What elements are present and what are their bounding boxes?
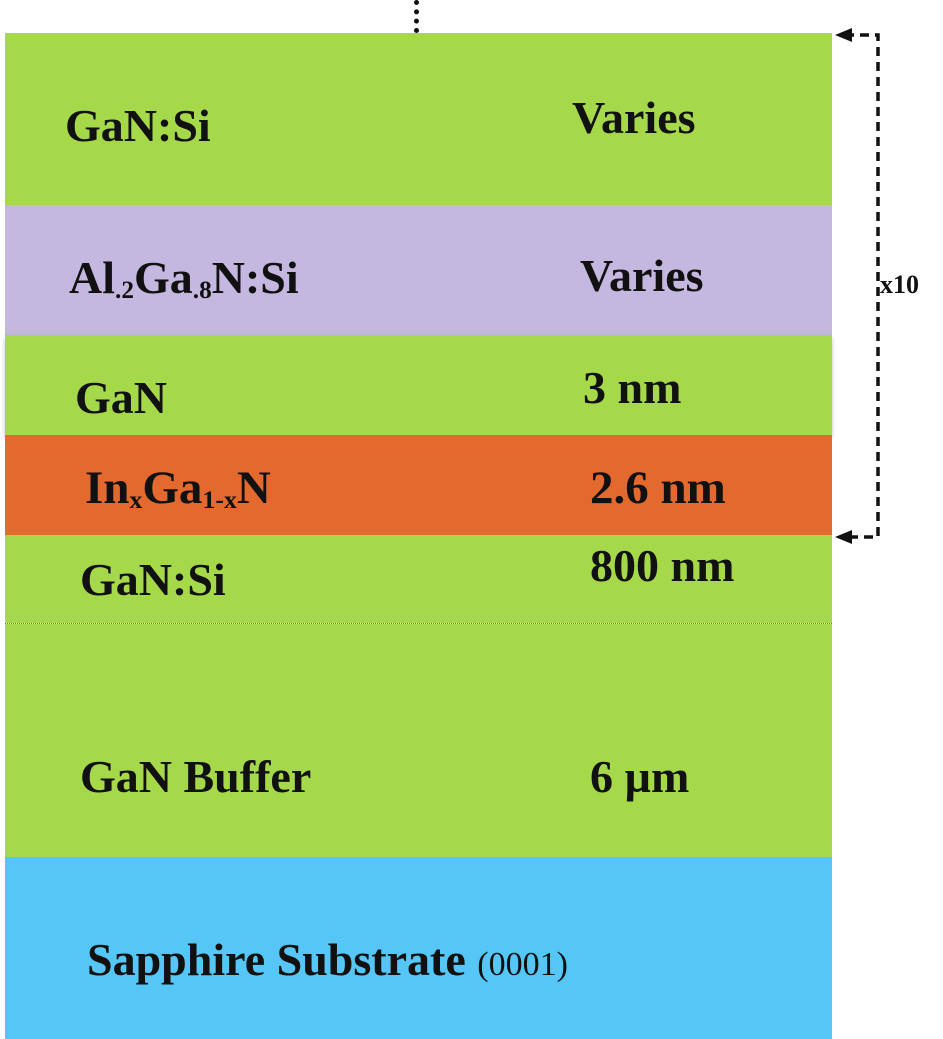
- layer-algan-si-thickness: Varies: [580, 250, 704, 301]
- repeat-arrow-bottom-icon: [835, 530, 852, 544]
- layer-gan-spacer: GaN 3 nm: [5, 335, 832, 435]
- layer-gan-si-top: GaN:Si Varies: [5, 33, 832, 205]
- layer-ingan-well-material: InxGa1-xN: [85, 462, 271, 515]
- layer-sapphire-substrate: Sapphire Substrate (0001): [5, 857, 832, 1039]
- top-continuation-dots: [414, 0, 419, 33]
- repeat-count-label: x10: [880, 270, 919, 299]
- layer-gan-si-lower-material: GaN:Si: [80, 554, 226, 605]
- layer-gan-si-top-thickness: Varies: [572, 92, 696, 143]
- layer-sapphire-substrate-material: Sapphire Substrate (0001): [87, 934, 568, 985]
- repeat-bracket-line: [845, 33, 880, 539]
- layer-gan-si-lower-thickness: 800 nm: [590, 540, 735, 591]
- layer-gan-si-top-material: GaN:Si: [65, 100, 211, 151]
- layer-gan-buffer-material: GaN Buffer: [80, 751, 312, 802]
- layer-gan-buffer-thickness: 6 µm: [590, 751, 690, 802]
- layer-gan-buffer: GaN Buffer 6 µm: [5, 624, 832, 857]
- layer-stack: GaN:Si Varies Al.2Ga.8N:Si Varies GaN 3 …: [5, 33, 832, 1039]
- substrate-orientation: (0001): [477, 946, 568, 983]
- layer-ingan-well-thickness: 2.6 nm: [590, 462, 726, 514]
- layer-gan-spacer-material: GaN: [75, 372, 167, 423]
- repeat-arrow-top-icon: [835, 28, 852, 42]
- layer-divider: [5, 623, 832, 624]
- layer-algan-si-material: Al.2Ga.8N:Si: [69, 252, 299, 305]
- layer-algan-si: Al.2Ga.8N:Si Varies: [5, 205, 832, 335]
- layer-gan-spacer-thickness: 3 nm: [583, 362, 682, 413]
- layer-ingan-well: InxGa1-xN 2.6 nm: [5, 435, 832, 535]
- layer-gan-si-lower: GaN:Si 800 nm: [5, 535, 832, 623]
